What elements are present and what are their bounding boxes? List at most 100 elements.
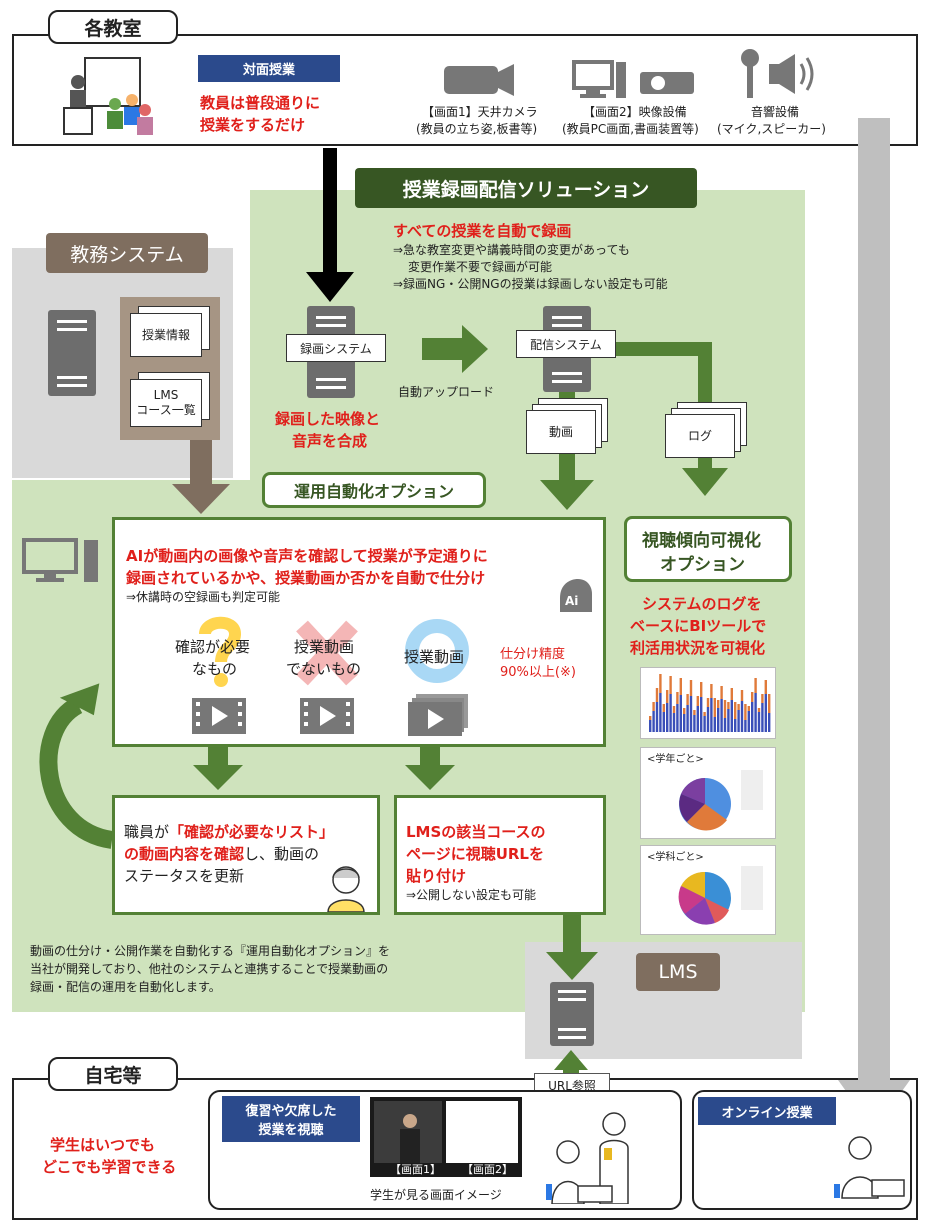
teacher-text-line2: 授業をするだけ	[200, 116, 306, 134]
category1-line2: なもの	[192, 660, 238, 678]
teacher-text-line1: 教員は普段通りに	[200, 94, 321, 112]
thumbnail-bar-top	[713, 698, 716, 717]
device1-line1: 【画面1】天井カメラ	[422, 105, 538, 119]
thumbnail-bar-top	[655, 688, 659, 702]
thumbnail-bar	[740, 701, 744, 732]
thumbnail-bar	[686, 705, 689, 732]
camera-icon	[444, 64, 514, 96]
review-label: 復習や欠席した 授業を視聴	[222, 1096, 360, 1142]
thumbnail-bar-top	[703, 712, 706, 716]
thumbnail-bar	[679, 695, 682, 732]
online-label: オンライン授業	[698, 1097, 836, 1125]
pc-projector-icon	[572, 60, 694, 98]
thumbnail-bar-top	[686, 694, 689, 705]
ai-head-icon	[560, 579, 592, 612]
home-region	[12, 1078, 918, 1220]
thumbnail-bar-top	[706, 698, 710, 707]
accuracy-line2: 90%以上(※)	[500, 665, 576, 680]
thumbnail-bar-top	[652, 702, 655, 711]
thumbnail-bar-top	[747, 706, 750, 711]
thumbnail-bar-top	[666, 690, 669, 703]
screen2-pane	[446, 1101, 518, 1163]
thumbnail-bar-top	[744, 704, 747, 720]
visualization-title-box	[624, 516, 792, 582]
staff-line2: の動画内容を確認し、動画の	[124, 843, 319, 864]
screen1-label: 【画面1】	[390, 1163, 441, 1176]
thumbnail-bar-top	[761, 694, 764, 703]
thumbnail-bar	[730, 700, 733, 732]
thumbnail-bar	[754, 693, 757, 732]
thumbnail-bar	[689, 696, 693, 732]
home-title: 自宅等	[48, 1057, 178, 1091]
review-line1: 復習や欠席した	[245, 1104, 337, 1119]
thumbnail-bar-top	[683, 708, 686, 714]
thumbnail-bar-top	[662, 704, 665, 712]
accuracy-line1: 仕分け精度	[500, 647, 566, 662]
auto-record-line3: ⇒録画NG・公開NGの授業は録画しない設定も可能	[393, 277, 668, 291]
staff-line2-b: し、動画の	[244, 845, 320, 863]
student-line2: どこでも学習できる	[42, 1158, 177, 1176]
thumbnail-bar	[659, 693, 662, 732]
lms-title: LMS	[636, 953, 720, 991]
academic-doc1: 授業情報	[130, 313, 202, 357]
bi-bar-chart-thumbnail	[649, 674, 771, 732]
visualization-title-line2: オプション	[660, 555, 745, 575]
category1-line1: 確認が必要	[175, 638, 251, 656]
academic-doc2: LMS コース一覧	[130, 379, 202, 427]
circle-mark-icon	[405, 619, 469, 683]
visualization-title-line1: 視聴傾向可視化	[642, 531, 761, 551]
video-file-icon-2	[300, 698, 354, 734]
thumbnail-bar	[662, 712, 665, 732]
thumbnail-bar	[706, 707, 710, 732]
classroom-region	[12, 34, 918, 146]
thumbnail-bar	[761, 703, 764, 732]
thumbnail-bar	[693, 715, 696, 732]
classroom-title: 各教室	[48, 10, 178, 44]
thumbnail-bar	[672, 713, 676, 732]
video-file-icon-3	[408, 694, 468, 736]
cross-mark-icon	[296, 620, 358, 686]
device2-line2: (教員PC画面,書画装置等)	[562, 122, 699, 136]
bi-bar-chart-card	[640, 667, 776, 739]
thumbnail-bar	[720, 699, 723, 732]
video-doc: 動画	[526, 410, 596, 454]
thumbnail-bar-top	[764, 680, 767, 694]
screen-caption: 学生が見る画面イメージ	[370, 1188, 502, 1202]
students-illustration	[546, 1112, 629, 1204]
thumbnail-bar-top	[700, 682, 703, 697]
device3-line2: (マイク,スピーカー)	[717, 122, 826, 136]
thumbnail-bar-top	[740, 690, 744, 701]
thumbnail-bar-top	[669, 676, 672, 694]
thumbnail-bar	[669, 694, 672, 732]
bi-pie-chart-thumbnail-2	[678, 866, 763, 925]
thumbnail-bar	[723, 718, 727, 732]
bi-pie-chart-card-1: <学年ごと>	[640, 747, 776, 839]
thumbnail-bar	[757, 712, 761, 732]
distribution-system-label: 配信システム	[516, 330, 616, 358]
thumbnail-bar-top	[720, 686, 723, 699]
thumbnail-bar-top	[757, 708, 761, 712]
merge-line2: 音声を合成	[292, 432, 368, 450]
visualization-desc-line3: 利活用状況を可視化	[630, 639, 766, 657]
thumbnail-bar	[713, 717, 716, 732]
visualization-desc-line1: システムのログを	[642, 595, 762, 613]
review-line2: 授業を視聴	[258, 1123, 324, 1138]
academic-title: 教務システム	[46, 233, 208, 273]
pc-icon	[22, 538, 98, 582]
auto-upload-label: 自動アップロード	[398, 385, 495, 399]
thumbnail-bar	[703, 716, 706, 732]
solution-title: 授業録画配信ソリューション	[355, 168, 697, 208]
thumbnail-bar-top	[689, 680, 693, 696]
lecturer-figure	[400, 1114, 420, 1163]
auto-record-line2: 変更作業不要で録画が可能	[408, 260, 553, 274]
bi-pie-chart-card-2: <学科ごと>	[640, 845, 776, 935]
online-student-illustration	[834, 1136, 905, 1199]
thumbnail-bar-top	[676, 692, 679, 704]
thumbnail-bar-top	[672, 706, 676, 713]
lms-server-icon	[550, 982, 594, 1046]
thumbnail-bar-top	[710, 684, 713, 698]
thumbnail-bar-top	[659, 674, 662, 693]
academic-doc2-line1: LMS	[153, 388, 179, 402]
chart2-caption: <学年ごと>	[647, 754, 704, 765]
thumbnail-bar	[649, 720, 652, 732]
